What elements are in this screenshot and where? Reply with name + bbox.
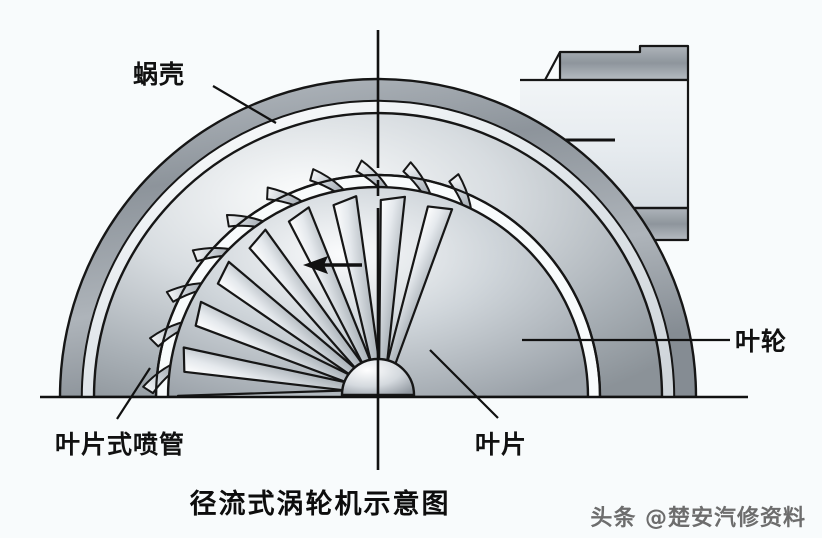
label-blade: 叶片 xyxy=(475,430,528,459)
leader-lines xyxy=(116,85,730,420)
leader-blade xyxy=(429,349,499,419)
leader-volute xyxy=(212,85,277,124)
label-volute: 蜗壳 xyxy=(133,60,186,89)
centerlines xyxy=(40,30,748,470)
figure-caption: 径流式涡轮机示意图 xyxy=(189,489,451,520)
leader-nozzle xyxy=(116,367,151,420)
label-impeller: 叶轮 xyxy=(735,327,788,356)
label-vaned-nozzle: 叶片式喷管 xyxy=(55,430,186,459)
watermark: 头条 @楚安汽修资料 xyxy=(590,506,806,531)
impeller-blades xyxy=(176,195,454,397)
rotation-arrow xyxy=(303,256,362,274)
